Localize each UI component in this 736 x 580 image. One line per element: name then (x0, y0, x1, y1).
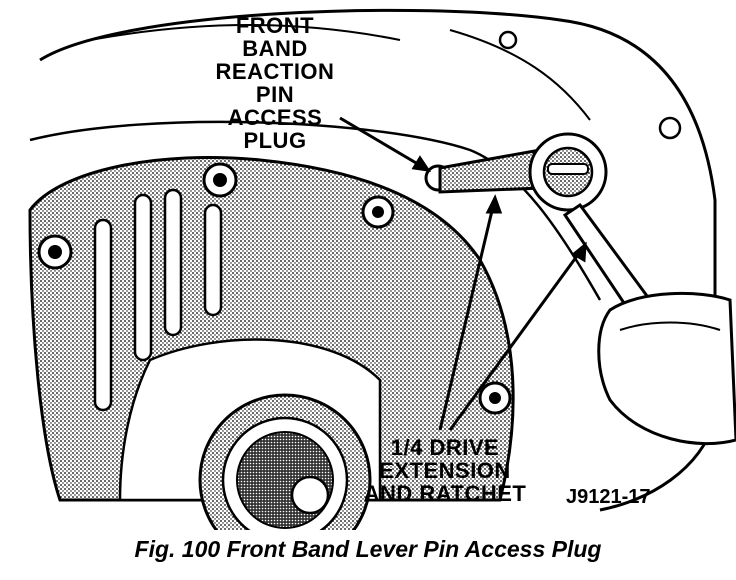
figure-caption: Fig. 100 Front Band Lever Pin Access Plu… (134, 536, 602, 562)
output-shaft (198, 393, 372, 530)
ratchet-head (528, 132, 608, 212)
drive-extension (438, 148, 544, 194)
case-housing (39, 8, 717, 512)
label-front-band-reaction-pin-access-plug: FRONT BAND REACTION PIN ACCESS PLUG (215, 13, 335, 154)
transmission-illustration (28, 8, 736, 530)
case-inner-contour (29, 120, 602, 301)
leader-lines (339, 116, 587, 431)
ratchet-handle (562, 202, 653, 315)
figure-code: J9121-17 (566, 486, 651, 508)
hand (597, 291, 736, 446)
case-bolt (498, 30, 682, 140)
plate-slots (93, 188, 223, 412)
label-drive-extension-ratchet: 1/4 DRIVE EXTENSION AND RATCHET (363, 435, 527, 507)
